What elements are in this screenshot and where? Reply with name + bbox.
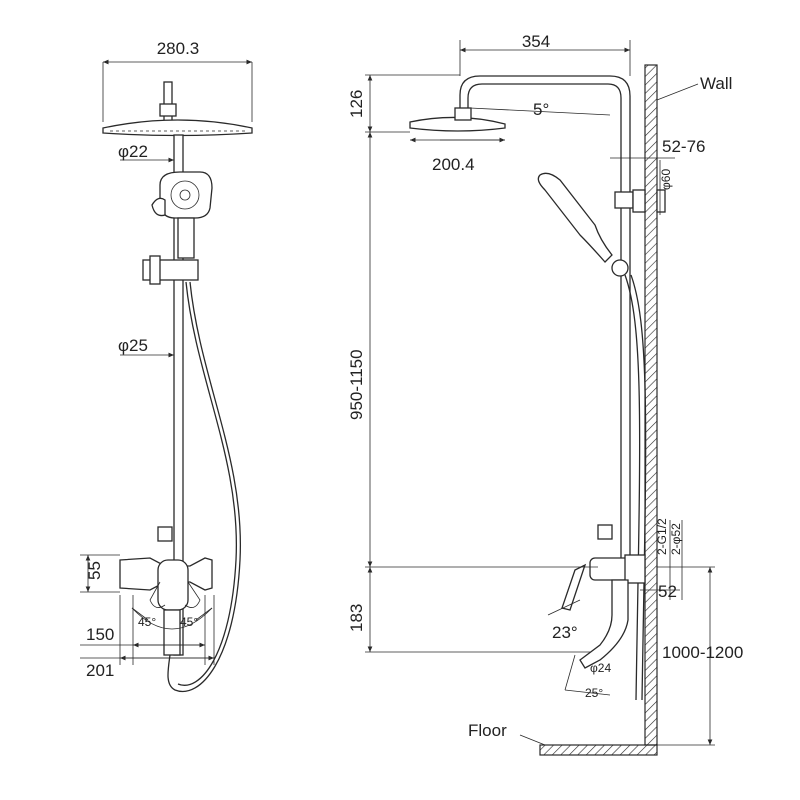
dim-head-width: 280.3 [157,39,200,58]
dim-mixer-height: 55 [85,561,104,580]
floor-label: Floor [468,721,507,740]
front-view: 280.3 φ22 φ25 55 45° 45° 150 201 [80,39,253,693]
dim-bottom-height: 183 [347,604,366,632]
dim-spout-diameter: φ24 [590,661,611,675]
dim-wall-gap: 52-76 [662,137,705,156]
dim-outer-width: 201 [86,661,114,680]
hand-shower [159,171,213,219]
dim-inlet-cover: 2-φ52 [669,523,683,555]
dim-head-tilt: 5° [533,100,549,119]
dim-arm-diameter: φ22 [118,142,148,161]
dim-inner-width: 150 [86,625,114,644]
dim-head-diameter: 200.4 [432,155,475,174]
dim-arm-length: 354 [522,32,550,51]
side-hand-shower [537,172,613,263]
floor [539,744,658,756]
side-view: 354 5° 200.4 126 950-1150 183 Wall 52-76… [347,32,743,756]
dim-bracket-diameter: φ60 [659,169,673,190]
angle-left: 45° [138,615,156,629]
dim-top-height: 126 [347,90,366,118]
dim-inlet-thread: 2-G1/2 [655,518,669,555]
angle-right: 45° [180,615,198,629]
dim-rail-diameter: φ25 [118,336,148,355]
dim-spout-angle: 25° [585,686,603,700]
shower-hose [167,281,242,693]
dim-inlet-depth: 52 [658,582,677,601]
wall-label: Wall [700,74,732,93]
wall [644,64,658,746]
dim-lever-angle: 23° [552,623,578,642]
shower-head [102,119,253,137]
dim-rail-height: 950-1150 [347,349,366,420]
dim-install-height: 1000-1200 [662,643,743,662]
